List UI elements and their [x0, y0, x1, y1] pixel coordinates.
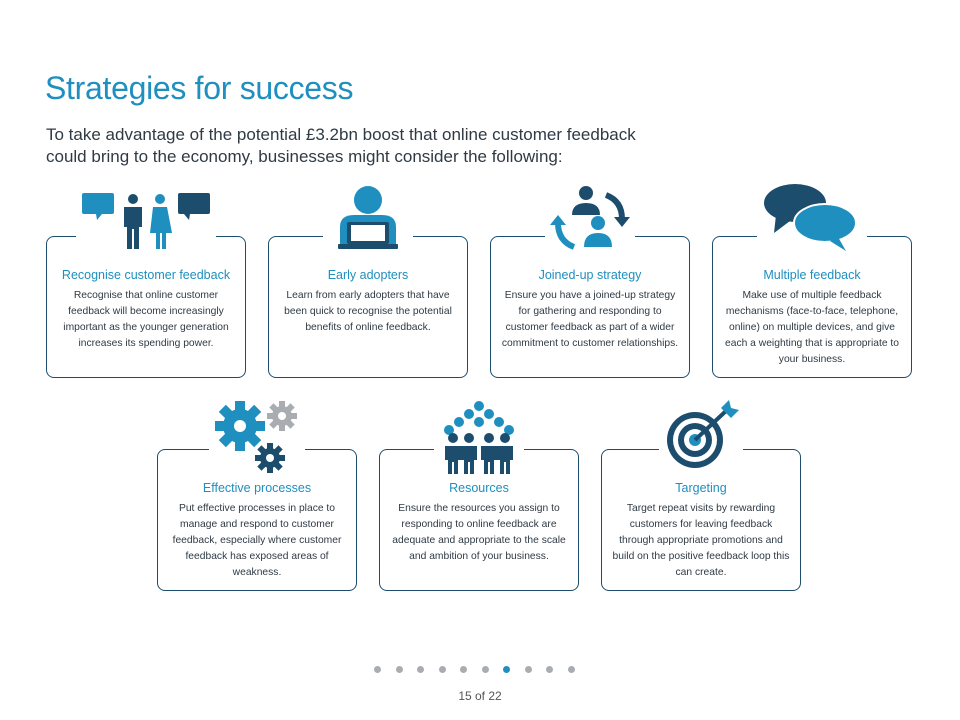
- card-body: Put effective processes in place to mana…: [172, 503, 342, 578]
- page-dot[interactable]: [374, 666, 381, 673]
- card-title: Early adopters: [327, 268, 409, 282]
- card-body: Make use of multiple feedback mechanisms…: [724, 290, 900, 365]
- page-dot-active[interactable]: [503, 666, 510, 673]
- page-dot[interactable]: [438, 666, 446, 673]
- gears-icon: [209, 401, 305, 476]
- page-title: Strategies for success: [45, 70, 354, 106]
- card-recognise-feedback: Recognise customer feedback Recognise th…: [46, 189, 246, 378]
- card-body: Learn from early adopters that have been…: [284, 290, 452, 333]
- card-title: Resources: [449, 481, 509, 495]
- page-dot[interactable]: [460, 666, 467, 673]
- card-title: Joined-up strategy: [538, 268, 642, 282]
- card-body: Target repeat visits by rewarding custom…: [612, 503, 790, 578]
- card-body: Recognise that online customer feedback …: [63, 290, 229, 349]
- card-title: Multiple feedback: [763, 268, 861, 282]
- intro-text: To take advantage of the potential £3.2b…: [46, 125, 636, 166]
- page-dot[interactable]: [524, 666, 532, 673]
- speech-bubbles-icon: [757, 184, 867, 251]
- card-early-adopters: Early adopters Learn from early adopters…: [268, 183, 468, 378]
- target-icon: [659, 400, 743, 472]
- team-icon: [434, 400, 524, 476]
- page-dot[interactable]: [417, 666, 424, 673]
- card-title: Recognise customer feedback: [61, 268, 231, 282]
- card-effective-processes: Effective processes Put effective proces…: [157, 401, 357, 591]
- page-number: 15 of 22: [458, 689, 502, 703]
- card-body: Ensure the resources you assign to respo…: [392, 503, 566, 562]
- page-dot[interactable]: [481, 666, 489, 673]
- pagination-dots: [374, 666, 575, 673]
- card-joined-up-strategy: Joined-up strategy Ensure you have a joi…: [490, 181, 690, 378]
- card-resources: Resources Ensure the resources you assig…: [379, 400, 579, 591]
- card-multiple-feedback: Multiple feedback Make use of multiple f…: [712, 184, 912, 378]
- people-talking-icon: [76, 189, 216, 251]
- card-targeting: Targeting Target repeat visits by reward…: [601, 400, 801, 591]
- card-body: Ensure you have a joined-up strategy for…: [501, 290, 679, 349]
- laptop-user-icon: [323, 183, 413, 251]
- cycle-users-icon: [545, 181, 635, 253]
- page-dot[interactable]: [395, 666, 403, 673]
- page-dot[interactable]: [546, 666, 553, 673]
- page-dot[interactable]: [567, 666, 575, 673]
- card-title: Effective processes: [202, 481, 312, 495]
- card-title: Targeting: [675, 481, 727, 495]
